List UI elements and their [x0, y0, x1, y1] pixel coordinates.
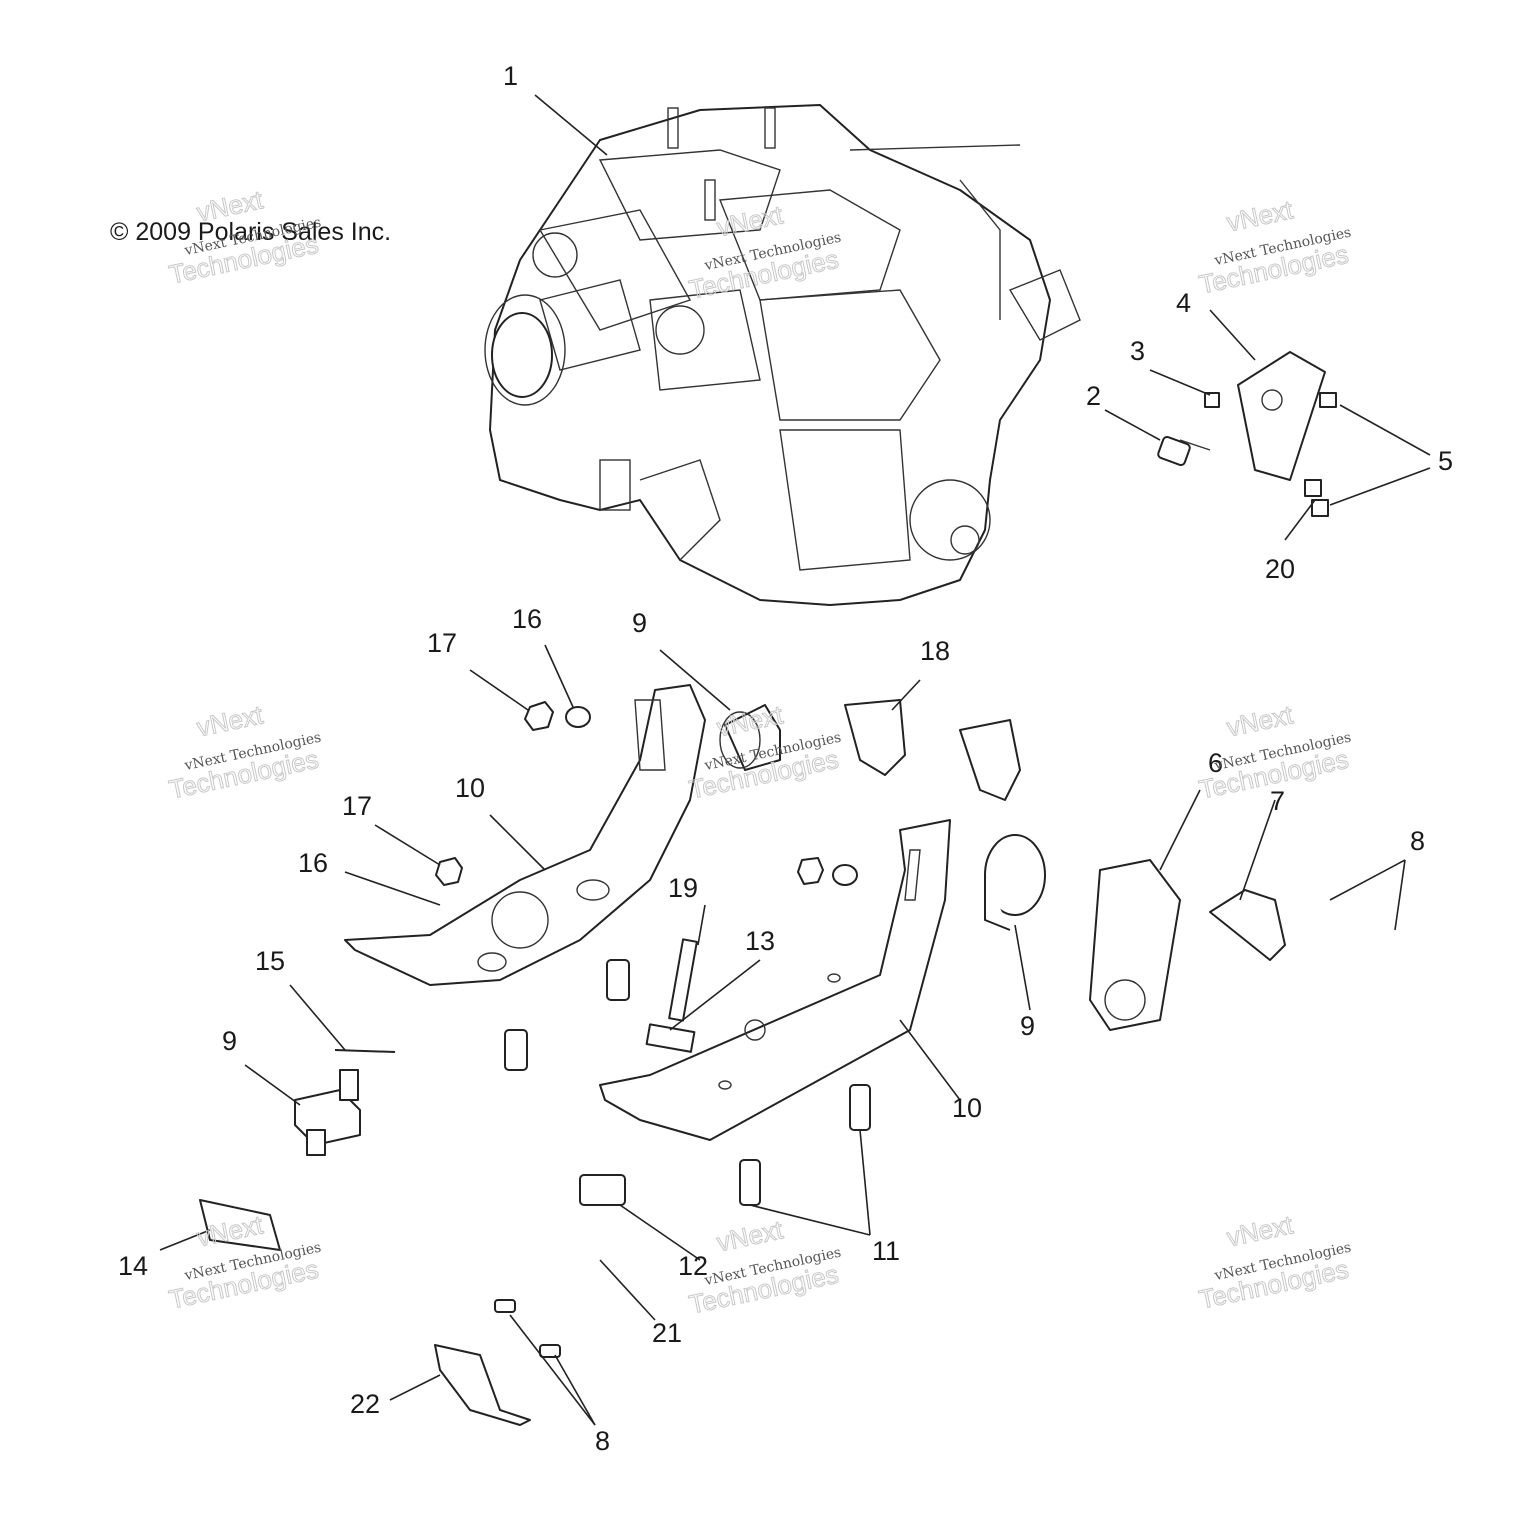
- front-mount-hardware: [1157, 351, 1337, 517]
- left-mount-plate: [344, 684, 706, 1071]
- callout-label: 8: [595, 1426, 610, 1456]
- right-mount-plate: [599, 819, 1046, 1141]
- watermark-mid-left: vNext vNext Technologies Technologies: [166, 699, 323, 805]
- callout-label: 10: [455, 773, 485, 803]
- callout-label: 19: [668, 873, 698, 903]
- callout-label: 16: [512, 604, 542, 634]
- engine-assembly: [484, 104, 1081, 606]
- callout-label: 17: [342, 791, 372, 821]
- watermark-mid-right: vNext vNext Technologies Technologies: [1196, 699, 1353, 805]
- leader-lines: [159, 94, 1431, 1426]
- callout-label: 22: [350, 1389, 380, 1419]
- watermark-bottom-left: vNext vNext Technologies Technologies: [166, 1209, 323, 1315]
- callout-label: 18: [920, 636, 950, 666]
- callout-label: 10: [952, 1093, 982, 1123]
- callout-label: 14: [118, 1251, 148, 1281]
- lower-left-isolator: [199, 1049, 561, 1426]
- callout-label: 6: [1208, 748, 1223, 778]
- watermark-bottom-right: vNext vNext Technologies Technologies: [1196, 1209, 1353, 1315]
- callout-label: 7: [1270, 786, 1285, 816]
- callout-label: 9: [632, 608, 647, 638]
- callout-label: 9: [222, 1026, 237, 1056]
- callout-label: 12: [678, 1251, 708, 1281]
- callout-label: 1: [503, 61, 518, 91]
- watermark-line1: vNext: [1224, 194, 1296, 237]
- watermark-line1: vNext: [1224, 699, 1296, 742]
- watermark-line1: vNext: [714, 1214, 786, 1257]
- callout-label: 11: [872, 1236, 900, 1266]
- callout-numbers: 1 2 3 4 5 20 17 16 9 18 10 17 16 19 13 6…: [118, 61, 1453, 1456]
- callout-label: 9: [1020, 1011, 1035, 1041]
- callout-label: 21: [652, 1318, 682, 1348]
- callout-label: 13: [745, 926, 775, 956]
- callout-label: 17: [427, 628, 457, 658]
- center-hardware: [579, 938, 871, 1206]
- watermark-line1: vNext: [1224, 1209, 1296, 1252]
- callout-label: 16: [298, 848, 328, 878]
- copyright-text: © 2009 Polaris Sales Inc.: [110, 218, 391, 246]
- callout-label: 8: [1410, 826, 1425, 856]
- callout-label: 4: [1176, 288, 1191, 318]
- watermark-top-right: vNext vNext Technologies Technologies: [1196, 194, 1353, 300]
- watermark-line1: vNext: [194, 699, 266, 742]
- callout-label: 3: [1130, 336, 1145, 366]
- callout-label: 2: [1086, 381, 1101, 411]
- callout-label: 5: [1438, 446, 1453, 476]
- upper-isolator: [435, 701, 781, 886]
- callout-label: 20: [1265, 554, 1295, 584]
- rear-mount-brackets: [844, 699, 1286, 1031]
- callout-label: 15: [255, 946, 285, 976]
